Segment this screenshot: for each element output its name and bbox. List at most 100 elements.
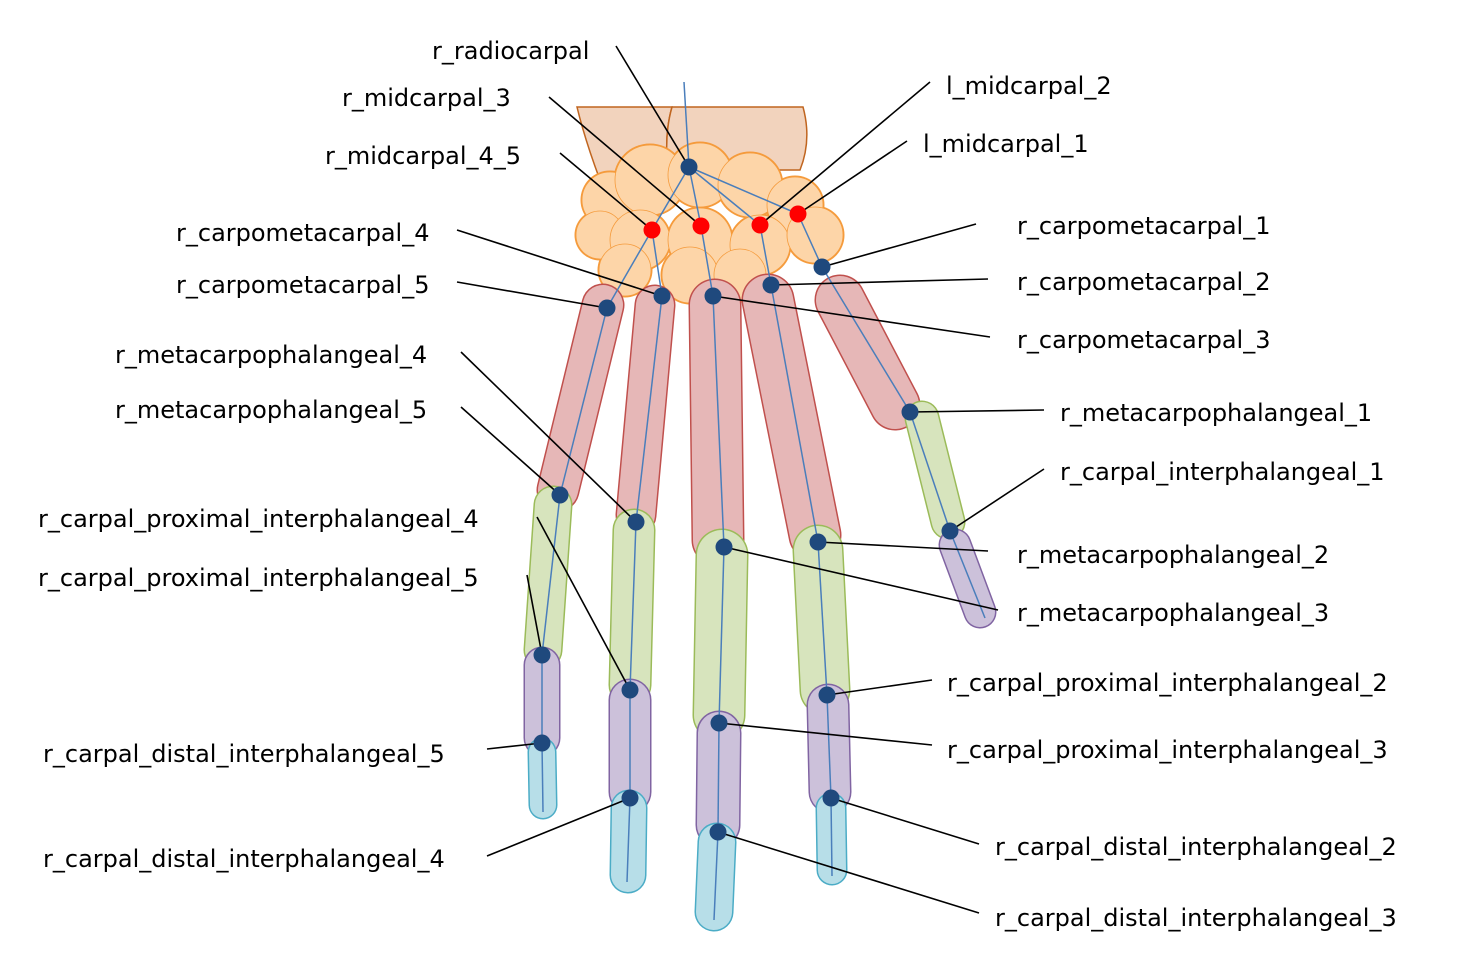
skeleton-segment	[635, 295, 663, 523]
leader-lines	[456, 45, 1045, 914]
joint-l-midcarpal-2	[751, 216, 769, 234]
label-cmc-4: r_carpometacarpal_4	[176, 219, 429, 247]
skeleton-segment	[688, 166, 799, 215]
leader-line-cmc-2	[770, 278, 989, 286]
label-pip-2: r_carpal_proximal_interphalangeal_2	[947, 669, 1388, 697]
joint-pip-2	[818, 686, 836, 704]
leader-line-pip-3	[718, 722, 933, 746]
label-mcp-3: r_metacarpophalangeal_3	[1017, 599, 1329, 627]
label-mcp-5: r_metacarpophalangeal_5	[115, 396, 427, 424]
distal-phalanx-1	[938, 528, 997, 629]
skeleton-segment	[651, 229, 663, 297]
skeleton-segment	[700, 225, 714, 297]
joint-dip-2	[822, 789, 840, 807]
leader-line-cmc-3	[712, 295, 991, 338]
carpal-bones	[574, 141, 845, 305]
skeleton-lines	[541, 81, 986, 921]
skeleton-segment	[909, 411, 951, 532]
label-mcp-1: r_metacarpophalangeal_1	[1060, 399, 1372, 427]
leader-line-midcarpal-3	[548, 96, 702, 227]
leader-line-dip-5	[486, 742, 543, 750]
joint-pip-4	[621, 681, 639, 699]
joint-mcp-1	[901, 403, 919, 421]
joint-mcp-3	[715, 538, 733, 556]
label-mcp-4: r_metacarpophalangeal_4	[115, 341, 427, 369]
joint-midcarpal-3	[692, 217, 710, 235]
proximal-phalanx-1	[904, 400, 966, 540]
leader-line-midcarpal-4-5	[559, 152, 653, 231]
label-radiocarpal: r_radiocarpal	[432, 37, 589, 65]
skeleton-segment	[688, 166, 761, 226]
skeleton-segment	[651, 166, 690, 231]
label-ip-1: r_carpal_interphalangeal_1	[1060, 458, 1385, 486]
leader-line-cmc-4	[456, 229, 663, 297]
leader-line-dip-3	[717, 831, 980, 914]
joint-cmc-1	[813, 258, 831, 276]
label-dip-4: r_carpal_distal_interphalangeal_4	[43, 845, 445, 873]
joint-pip-5	[533, 646, 551, 664]
leader-line-pip-4	[536, 516, 631, 691]
joint-pip-3	[710, 714, 728, 732]
skeleton-segment	[629, 521, 637, 691]
skeleton-segment	[683, 81, 690, 168]
skeleton-segment	[826, 694, 832, 799]
skeleton-segment	[770, 284, 819, 543]
skeleton-segment	[817, 541, 828, 696]
joint-cmc-3	[704, 287, 722, 305]
leader-line-pip-2	[826, 679, 933, 696]
label-l-midcarpal-1: l_midcarpal_1	[923, 130, 1089, 158]
leader-line-l-midcarpal-2	[759, 81, 931, 226]
joint-mcp-5	[551, 486, 569, 504]
label-cmc-1: r_carpometacarpal_1	[1017, 212, 1270, 240]
leader-line-l-midcarpal-1	[797, 140, 908, 215]
label-mcp-2: r_metacarpophalangeal_2	[1017, 541, 1329, 569]
skeleton-segment	[830, 797, 833, 877]
joint-dip-3	[709, 823, 727, 841]
labels-layer: r_radiocarpal r_midcarpal_3 r_midcarpal_4_…	[38, 37, 1397, 932]
leader-line-ip-1	[949, 468, 1045, 532]
skeleton-segment	[718, 546, 725, 724]
label-cmc-5: r_carpometacarpal_5	[176, 271, 429, 299]
label-cmc-2: r_carpometacarpal_2	[1017, 268, 1270, 296]
skeleton-segment	[821, 266, 911, 413]
skeleton-segment	[606, 229, 653, 309]
joint-dip-4	[621, 789, 639, 807]
joint-l-midcarpal-1	[789, 205, 807, 223]
skeleton-segment	[688, 166, 702, 227]
leader-line-cmc-1	[821, 223, 977, 268]
leader-line-mcp-3	[723, 546, 999, 611]
skeleton-segment	[559, 307, 608, 496]
skeleton-segment	[949, 530, 986, 619]
skeleton-segment	[712, 295, 725, 548]
label-dip-5: r_carpal_distal_interphalangeal_5	[43, 740, 445, 768]
leader-line-dip-4	[486, 797, 631, 857]
metacarpal-5	[536, 283, 625, 512]
joint-cmc-4	[653, 287, 671, 305]
joint-cmc-5	[598, 299, 616, 317]
skeleton-segment	[797, 213, 823, 268]
label-midcarpal-3: r_midcarpal_3	[342, 84, 511, 112]
leader-line-dip-2	[830, 797, 980, 845]
leader-line-mcp-2	[817, 541, 989, 552]
leader-line-mcp-5	[460, 406, 561, 496]
joint-radiocarpal	[680, 158, 698, 176]
skeleton-segment	[717, 722, 720, 833]
label-midcarpal-4-5: r_midcarpal_4_5	[325, 142, 521, 170]
joint-cmc-2	[762, 276, 780, 294]
label-dip-2: r_carpal_distal_interphalangeal_2	[995, 833, 1397, 861]
label-pip-4: r_carpal_proximal_interphalangeal_4	[38, 505, 479, 533]
skeleton-segment	[759, 224, 772, 286]
label-l-midcarpal-2: l_midcarpal_2	[946, 72, 1112, 100]
label-dip-3: r_carpal_distal_interphalangeal_3	[995, 904, 1397, 932]
joint-midcarpal-4-5	[643, 221, 661, 239]
joint-ip-1	[941, 522, 959, 540]
leader-line-mcp-1	[909, 409, 1045, 413]
skeleton-segment	[541, 742, 544, 813]
label-pip-5: r_carpal_proximal_interphalangeal_5	[38, 564, 479, 592]
joint-mcp-2	[809, 533, 827, 551]
label-cmc-3: r_carpometacarpal_3	[1017, 326, 1270, 354]
skeleton-segment	[541, 494, 561, 656]
metacarpal-2	[741, 273, 842, 562]
